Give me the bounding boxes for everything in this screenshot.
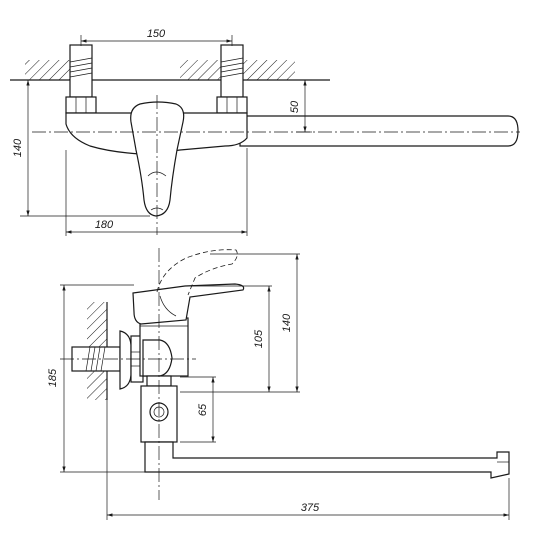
right-nut <box>216 96 248 114</box>
dim-body-width: 180 <box>95 219 114 231</box>
lever-alt-position <box>156 249 238 296</box>
right-inlet-pipe <box>220 44 244 98</box>
left-nut <box>65 96 97 114</box>
lever-side <box>132 283 245 325</box>
wall-top <box>10 60 330 81</box>
dim-outlet-offset: 65 <box>197 403 209 416</box>
dim-wall-to-axis: 50 <box>289 100 301 113</box>
cartridge-housing <box>139 317 189 377</box>
dim-top-height: 140 <box>12 138 24 157</box>
dim-inlet-spacing: 150 <box>147 28 166 40</box>
left-inlet-pipe <box>69 44 93 98</box>
top-view: 150 50 140 180 <box>10 28 520 236</box>
dim-body-height: 105 <box>253 329 265 348</box>
flange <box>119 330 132 390</box>
spout-side <box>144 441 510 479</box>
dim-lever-height: 140 <box>281 313 293 332</box>
spout-top <box>239 115 519 147</box>
dim-spout-length: 375 <box>301 502 320 514</box>
dim-total-height: 185 <box>47 368 59 387</box>
side-view: 140 105 65 185 375 <box>47 248 510 520</box>
handle-top <box>130 101 185 217</box>
